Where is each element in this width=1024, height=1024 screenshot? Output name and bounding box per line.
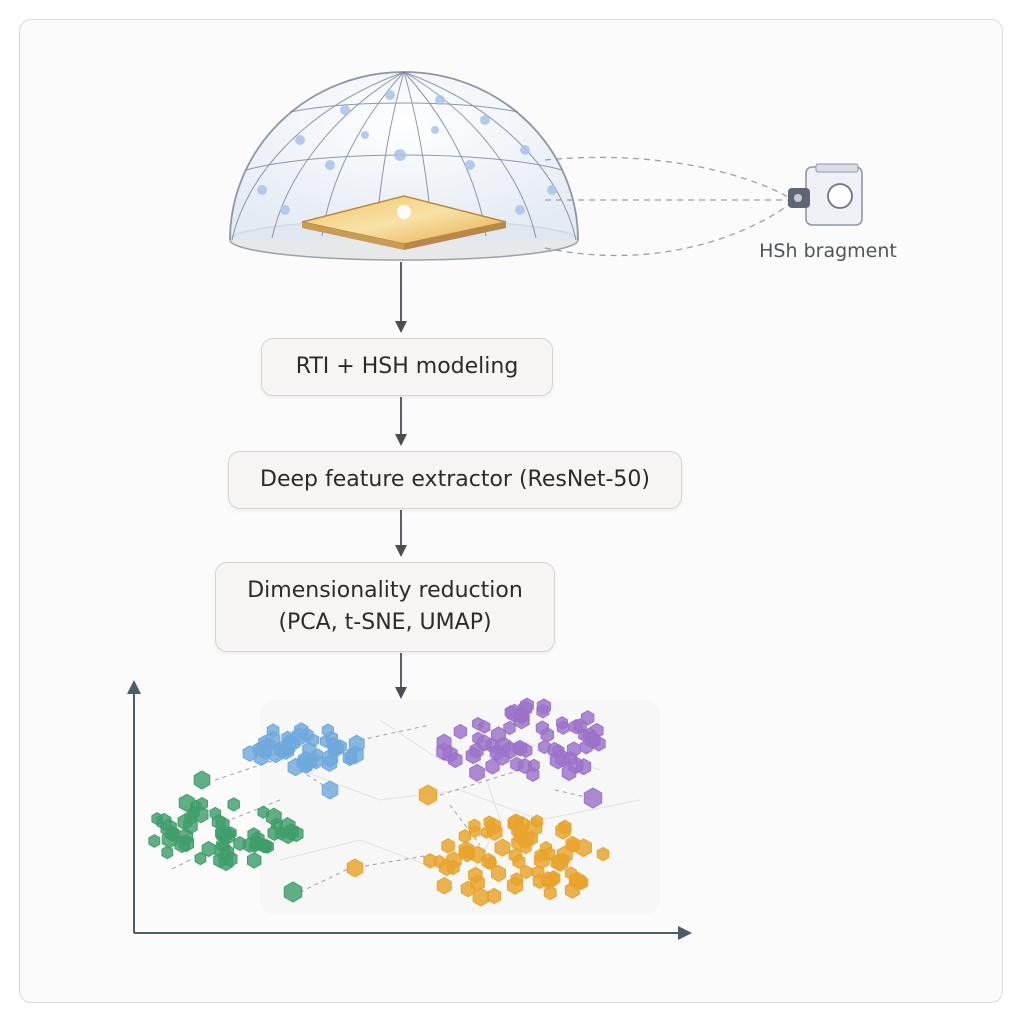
green-cluster-glyph — [247, 852, 262, 869]
purple-cluster-glyph — [510, 756, 524, 772]
rti-hsh-modeling-label: RTI + HSH modeling — [295, 354, 519, 379]
purple-cluster-glyph — [549, 750, 566, 770]
embedding-plot — [127, 680, 692, 940]
blue-cluster-glyph — [322, 754, 338, 772]
orange-cluster-glyph — [564, 866, 577, 881]
purple-cluster-glyph — [485, 758, 500, 775]
purple-cluster-glyph — [494, 748, 510, 766]
orange-outlier-glyph — [418, 784, 438, 806]
orange-cluster-glyph — [508, 847, 522, 863]
purple-cluster-glyph — [520, 697, 534, 714]
purple-cluster-glyph — [519, 742, 533, 759]
green-cluster-glyph — [177, 813, 193, 831]
green-cluster-glyph — [193, 805, 209, 824]
orange-cluster-glyph — [540, 871, 556, 889]
blue-cluster-glyph — [283, 735, 297, 752]
orange-cluster-glyph — [441, 838, 455, 854]
orange-cluster-glyph — [513, 829, 527, 845]
purple-outlier-glyph — [583, 787, 603, 809]
green-cluster-glyph — [288, 825, 304, 843]
orange-outlier-glyph — [346, 858, 364, 878]
green-cluster-glyph — [156, 812, 172, 831]
orange-cluster-glyph — [487, 887, 502, 905]
purple-cluster-glyph — [538, 739, 551, 755]
purple-cluster-glyph — [485, 737, 500, 754]
purple-cluster-glyph — [582, 727, 596, 743]
purple-cluster-glyph — [579, 739, 593, 755]
purple-cluster-glyph — [528, 758, 540, 773]
blue-cluster-glyph — [259, 745, 272, 760]
blue-cluster-glyph — [311, 748, 324, 762]
green-outlier-glyph — [193, 770, 211, 790]
orange-cluster-glyph — [470, 874, 485, 892]
green-cluster-glyph — [257, 805, 269, 819]
orange-cluster-glyph — [514, 816, 530, 834]
blue-cluster-glyph — [329, 740, 344, 757]
purple-cluster-glyph — [469, 763, 485, 782]
orange-cluster-glyph — [555, 821, 571, 840]
rti-dome-icon — [229, 71, 579, 261]
orange-cluster-glyph — [423, 853, 437, 869]
orange-cluster-glyph — [575, 838, 592, 858]
purple-cluster-glyph — [540, 727, 554, 743]
feature-extractor-label: Deep feature extractor (ResNet-50) — [260, 467, 650, 492]
green-cluster-glyph — [227, 797, 240, 812]
orange-cluster-glyph — [543, 885, 557, 901]
blue-cluster-glyph — [348, 734, 365, 753]
purple-cluster-glyph — [561, 764, 577, 782]
purple-cluster-glyph — [556, 720, 570, 735]
green-cluster-glyph — [225, 826, 237, 840]
orange-cluster-glyph — [458, 829, 472, 844]
orange-cluster-glyph — [436, 877, 452, 895]
blue-cluster-glyph — [320, 734, 332, 748]
purple-cluster-glyph — [472, 716, 484, 731]
orange-cluster-glyph — [543, 846, 556, 861]
green-cluster-glyph — [194, 851, 207, 866]
fragment-label: HSh bragment — [759, 240, 897, 262]
green-cluster-glyph — [260, 839, 272, 854]
dimensionality-reduction-label: Dimensionality reduction — [247, 578, 523, 603]
orange-cluster-glyph — [484, 856, 497, 871]
green-cluster-glyph — [148, 834, 161, 848]
dimensionality-reduction-box: Dimensionality reduction (PCA, t-SNE, UM… — [215, 562, 555, 652]
purple-cluster-glyph — [448, 751, 463, 769]
green-cluster-glyph — [174, 835, 190, 854]
rti-hsh-modeling-box: RTI + HSH modeling — [261, 338, 553, 396]
purple-cluster-glyph — [453, 723, 468, 740]
orange-cluster-glyph — [485, 817, 502, 836]
green-cluster-glyph — [223, 850, 238, 868]
dimensionality-reduction-methods: (PCA, t-SNE, UMAP) — [278, 610, 492, 635]
blue-cluster-glyph — [321, 723, 334, 738]
orange-cluster-glyph — [574, 875, 588, 891]
blue-cluster-glyph — [266, 723, 280, 738]
green-cluster-glyph — [161, 845, 174, 860]
green-cluster-glyph — [196, 797, 208, 811]
orange-cluster-glyph — [494, 838, 511, 857]
blue-cluster-glyph — [242, 745, 258, 762]
camera-rays — [544, 156, 791, 257]
purple-cluster-glyph — [503, 720, 516, 736]
green-outlier-glyph — [283, 881, 303, 903]
orange-cluster-glyph — [596, 846, 610, 862]
camera-icon — [788, 163, 863, 226]
feature-extractor-box: Deep feature extractor (ResNet-50) — [228, 451, 682, 509]
green-cluster-glyph — [209, 806, 222, 821]
green-cluster-glyph — [165, 825, 180, 842]
blue-cluster-glyph — [344, 750, 358, 766]
purple-cluster-glyph — [536, 703, 550, 719]
blue-cluster-glyph — [298, 750, 314, 769]
orange-cluster-glyph — [472, 887, 490, 907]
purple-cluster-glyph — [465, 746, 481, 765]
orange-cluster-glyph — [470, 845, 486, 864]
orange-cluster-glyph — [520, 864, 533, 880]
green-cluster-glyph — [242, 837, 257, 853]
blue-outlier-glyph — [321, 780, 339, 800]
purple-cluster-glyph — [581, 710, 595, 726]
orange-cluster-glyph — [468, 818, 481, 833]
